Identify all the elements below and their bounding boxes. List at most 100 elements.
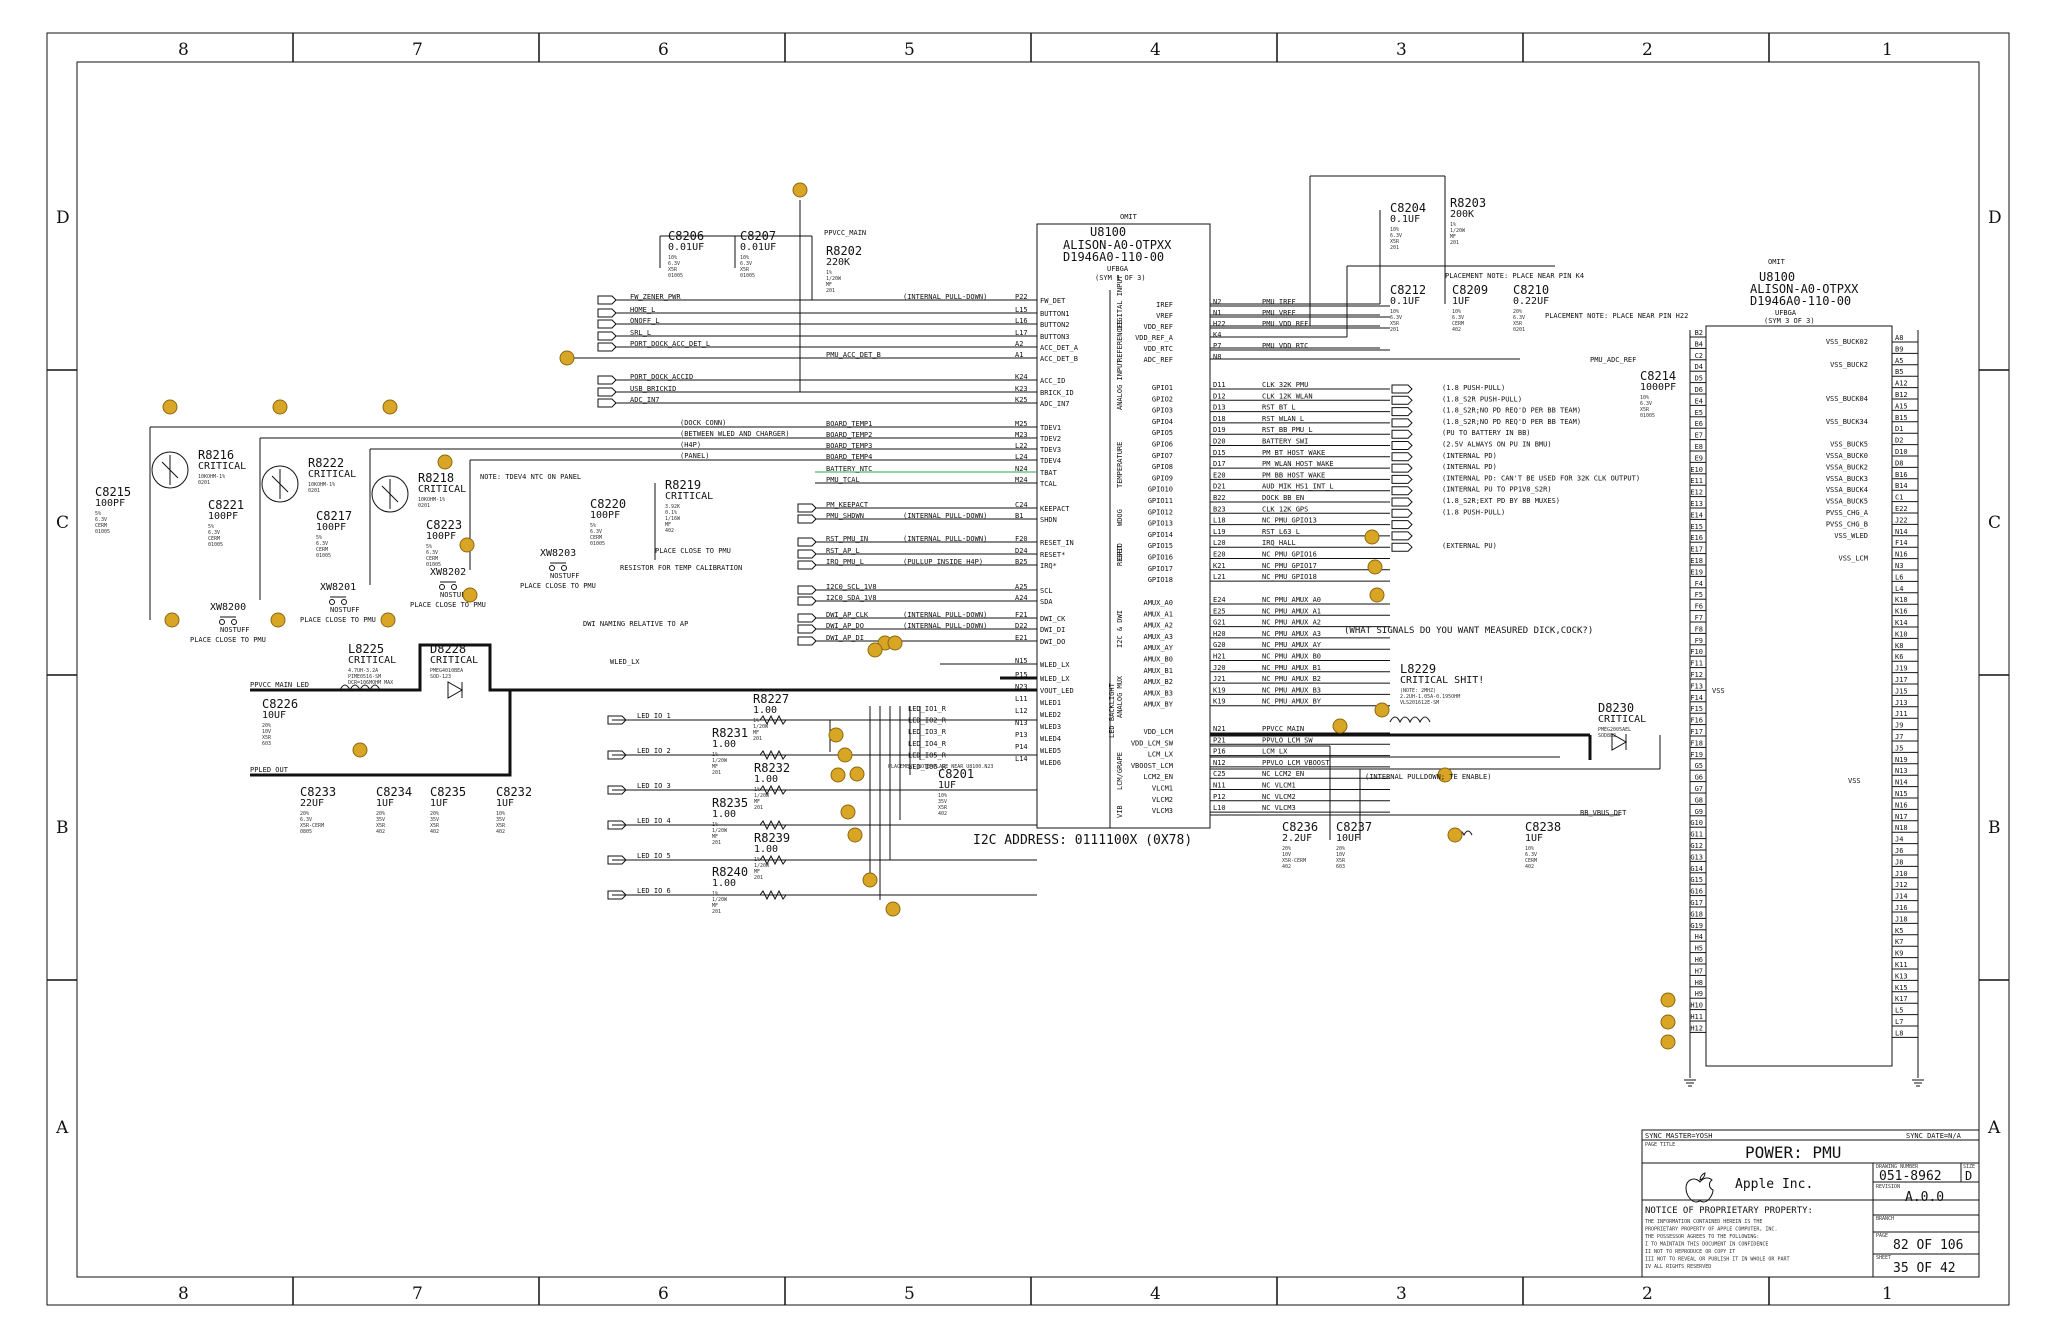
notice-line: THE INFORMATION CONTAINED HEREIN IS THE bbox=[1645, 1219, 1762, 1225]
pin-number: N2 bbox=[1213, 298, 1221, 306]
note-i2c-address: I2C ADDRESS: 0111100X (0X78) bbox=[973, 833, 1192, 848]
component-value: 6.3V bbox=[590, 529, 602, 535]
pin-number: D18 bbox=[1213, 415, 1226, 423]
offpage-connector bbox=[597, 331, 617, 341]
pin-number: A1 bbox=[1015, 351, 1023, 359]
pin-number: G17 bbox=[1690, 899, 1703, 907]
net-label: NC_PMU_AMUX_BY bbox=[1262, 698, 1322, 706]
zone-row-label: A bbox=[55, 1118, 69, 1138]
component-value: 1% bbox=[754, 787, 760, 793]
component-ref: C8214 bbox=[1640, 369, 1676, 383]
pin-name: GPIO2 bbox=[1152, 395, 1173, 403]
component-value: 1% bbox=[712, 752, 718, 758]
component-value: 20% bbox=[1282, 846, 1291, 852]
pin-name: TDEV3 bbox=[1040, 446, 1061, 454]
pin-name: GPIO18 bbox=[1148, 576, 1173, 584]
xw-note: PLACE CLOSE TO PMU bbox=[300, 616, 376, 624]
component-ref: C8236 bbox=[1282, 820, 1318, 834]
resistor-symbol bbox=[759, 784, 787, 796]
pin-number: D2 bbox=[1895, 437, 1903, 445]
pin-number: M24 bbox=[1015, 476, 1028, 484]
pin-name: VDD_LCM_SW bbox=[1131, 739, 1174, 747]
component-value: 1000PF bbox=[1640, 382, 1676, 393]
zone-col-label: 1 bbox=[1882, 1284, 1893, 1304]
component-value: X5R bbox=[430, 823, 440, 829]
pin-number: M23 bbox=[1015, 431, 1028, 439]
pin-number: L18 bbox=[1213, 517, 1226, 525]
pin-name: GPIO4 bbox=[1152, 418, 1173, 426]
net-label: NC_VLCM3 bbox=[1262, 804, 1296, 812]
component-value: 6.3V bbox=[316, 541, 328, 547]
note-dwi-naming: DWI NAMING RELATIVE TO AP bbox=[583, 620, 688, 628]
component-ref: R8239 bbox=[754, 831, 790, 845]
offpage-connector bbox=[597, 319, 617, 329]
component-ref: C8237 bbox=[1336, 820, 1372, 834]
u8100-main-body bbox=[1036, 223, 1211, 829]
pin-number: F20 bbox=[1015, 535, 1028, 543]
section-label: RESET bbox=[1116, 544, 1124, 566]
notice-lines: THE INFORMATION CONTAINED HEREIN IS THEP… bbox=[1645, 1219, 1790, 1270]
component-value: CRITICAL bbox=[1598, 714, 1646, 725]
component-value: 10V bbox=[262, 729, 271, 735]
pin-number: E24 bbox=[1213, 596, 1226, 604]
net-label: BATTERY_SWI bbox=[1262, 438, 1308, 446]
component-value: PMEG4010BEA bbox=[430, 668, 463, 674]
component-value: 5% bbox=[316, 535, 322, 541]
pin-number: G21 bbox=[1213, 619, 1226, 627]
component-value: X5R bbox=[1390, 239, 1400, 245]
test-point-marker bbox=[847, 827, 863, 843]
component-value: 402 bbox=[1452, 327, 1461, 333]
pin-name: GPIO3 bbox=[1152, 407, 1173, 415]
component-value: CERM bbox=[1525, 858, 1537, 864]
section-label: GPIO bbox=[1116, 543, 1124, 560]
net-label: NC_PMU_AMUX_B0 bbox=[1262, 653, 1321, 661]
pin-name: WLED4 bbox=[1040, 735, 1061, 743]
temp-desc: (PANEL) bbox=[680, 452, 710, 460]
pin-number: G12 bbox=[1690, 842, 1703, 850]
component-value: X5R bbox=[938, 805, 948, 811]
zone-col-label: 3 bbox=[1396, 1284, 1407, 1304]
inner-border bbox=[76, 61, 1980, 1278]
pin-number: L11 bbox=[1015, 695, 1028, 703]
component-value: 1/20W bbox=[754, 863, 770, 869]
offpage-connector bbox=[1391, 520, 1413, 530]
component-value: CRITICAL bbox=[430, 655, 478, 666]
u8100-part: ALISON-A0-OTPXX bbox=[1063, 238, 1172, 252]
pin-number: P16 bbox=[1213, 748, 1226, 756]
gpio-note: (PU TO BATTERY IN BB) bbox=[1442, 429, 1531, 437]
size-label: SIZE bbox=[1963, 1164, 1975, 1170]
net-label: PMU_SHDWN bbox=[826, 512, 864, 520]
offpage-connector bbox=[607, 855, 627, 865]
pin-name: DWI_CK bbox=[1040, 615, 1066, 623]
component-ref: D8230 bbox=[1598, 701, 1634, 715]
component-value: 10KOHM-1% bbox=[418, 497, 445, 503]
pin-name: TDEV4 bbox=[1040, 457, 1061, 465]
pin-name: VOUT_LED bbox=[1040, 687, 1074, 695]
component-value: DCR=106MOHM MAX bbox=[348, 680, 393, 686]
u8100-section-labels: DIGITAL INPUT REFERENCES ANALOG INPUT TE… bbox=[1108, 274, 1124, 818]
pin-number: L22 bbox=[1015, 442, 1028, 450]
pin-name: IRQ* bbox=[1040, 562, 1057, 570]
pin-number: H11 bbox=[1690, 1013, 1703, 1021]
pin-number: J22 bbox=[1895, 516, 1908, 524]
net-label: RST_WLAN_L bbox=[1262, 415, 1304, 423]
pin-name: AMUX_B1 bbox=[1143, 667, 1173, 675]
pin-number: J19 bbox=[1895, 665, 1908, 673]
pin-number: N16 bbox=[1895, 801, 1908, 809]
size-value: D bbox=[1965, 1169, 1972, 1183]
component-value: 10% bbox=[1640, 395, 1649, 401]
net-label: LED_IO_2 bbox=[637, 747, 671, 755]
net-label: DWI_AP_CLK bbox=[826, 611, 869, 619]
net-label: LED_IO_1 bbox=[637, 712, 671, 720]
test-point-marker bbox=[837, 747, 853, 763]
net-label: USB_BRICKID bbox=[630, 385, 676, 393]
net-label: PMU_TCAL bbox=[826, 476, 860, 484]
offpage-connector bbox=[607, 890, 627, 900]
pin-name: LCM2_EN bbox=[1143, 773, 1173, 781]
revision-label: REVISION bbox=[1876, 1184, 1900, 1190]
resistor-symbol bbox=[759, 889, 787, 901]
pin-number: L15 bbox=[1015, 306, 1028, 314]
pin-number: N21 bbox=[1213, 725, 1226, 733]
component-value: 603 bbox=[1336, 864, 1345, 870]
component-value: 10% bbox=[668, 255, 677, 261]
